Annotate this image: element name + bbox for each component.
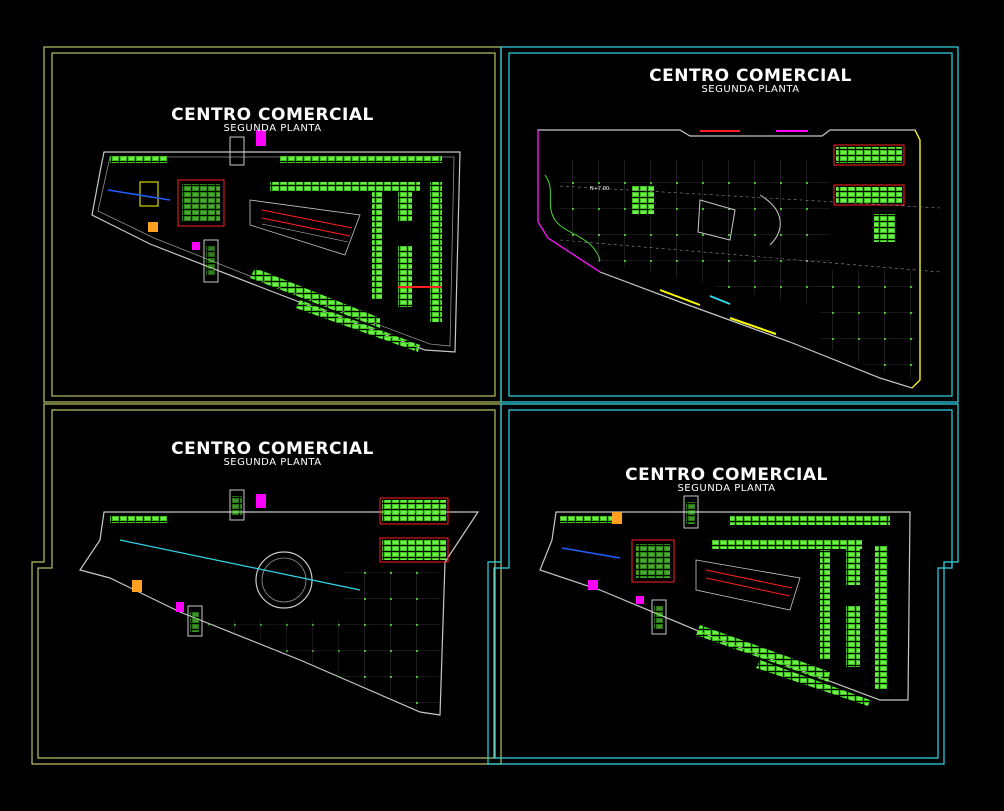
sheet-3-title: CENTRO COMERCIAL [171, 439, 374, 459]
floor-plan-4 [539, 495, 911, 706]
floor-plan-1 [91, 130, 461, 353]
sheet-3-subtitle: SEGUNDA PLANTA [223, 457, 322, 468]
sheet-1-title-block: CENTRO COMERCIAL SEGUNDA PLANTA [160, 105, 385, 134]
sheet-1-subtitle: SEGUNDA PLANTA [223, 123, 322, 134]
sheet-2-title-block: CENTRO COMERCIAL SEGUNDA PLANTA [638, 66, 863, 95]
floor-plan-3 [79, 489, 480, 716]
sheet-2-title: CENTRO COMERCIAL [649, 66, 852, 86]
sheet-4-title-block: CENTRO COMERCIAL SEGUNDA PLANTA [614, 465, 839, 494]
plan-level-label: N+7.00 [590, 186, 609, 192]
sheet-frame-bottom-right [487, 403, 959, 765]
sheet-4-subtitle: SEGUNDA PLANTA [677, 483, 776, 494]
sheet-frame-top-right [500, 46, 959, 403]
sheet-1-title: CENTRO COMERCIAL [171, 105, 374, 125]
sheet-3-title-block: CENTRO COMERCIAL SEGUNDA PLANTA [160, 439, 385, 468]
sheet-2-subtitle: SEGUNDA PLANTA [701, 84, 800, 95]
sheet-4-title: CENTRO COMERCIAL [625, 465, 828, 485]
floor-plan-2: N+7.00 [537, 129, 941, 389]
